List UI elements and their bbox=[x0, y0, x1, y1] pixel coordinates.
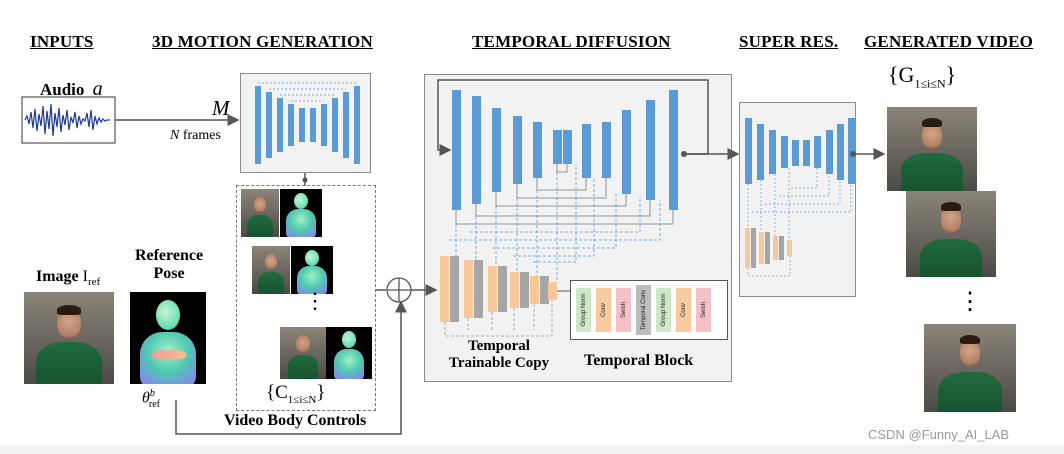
temporal-trainable-copy-label: Temporal Trainable Copy bbox=[448, 338, 550, 371]
control-frame-photo-3 bbox=[280, 327, 326, 379]
control-frame-pose-2 bbox=[291, 246, 333, 294]
motion-symbol: M bbox=[212, 96, 230, 120]
header-3d-motion-generation: 3D MOTION GENERATION bbox=[152, 32, 373, 51]
n-frames-label: N frames bbox=[170, 128, 221, 143]
control-frame-photo-2 bbox=[252, 246, 290, 294]
controls-ellipsis: ⋮ bbox=[304, 288, 326, 313]
superres-unet-bars bbox=[745, 118, 855, 184]
generated-frame-2 bbox=[906, 191, 996, 277]
video-body-controls-frame bbox=[236, 185, 376, 411]
generated-frame-n bbox=[924, 324, 1016, 412]
header-temporal-diffusion: TEMPORAL DIFFUSION bbox=[472, 32, 671, 51]
tb-swish-1: Swish bbox=[616, 288, 631, 332]
generated-frame-1 bbox=[887, 107, 977, 191]
video-body-controls-title: Video Body Controls bbox=[224, 412, 367, 429]
control-frame-pose-3 bbox=[326, 327, 372, 379]
tb-swish-2: Swish bbox=[696, 288, 711, 332]
tb-conv-1: Conv bbox=[596, 288, 611, 332]
header-inputs: INPUTS bbox=[30, 32, 94, 51]
reference-pose-image bbox=[130, 292, 206, 384]
audio-waveform bbox=[21, 96, 116, 144]
temporal-block-items: Group Norm Conv Swish Temporal Conv Grou… bbox=[576, 285, 711, 335]
temporal-block-label: Temporal Block bbox=[584, 352, 694, 369]
bottom-strip bbox=[0, 445, 1064, 454]
diffusion-unet-bars bbox=[452, 90, 678, 210]
watermark: CSDN @Funny_AI_LAB bbox=[868, 427, 1010, 442]
motion-unet-bars bbox=[255, 86, 360, 164]
theta-ref-label: θbref bbox=[142, 388, 160, 410]
superres-copy-bars bbox=[745, 228, 792, 268]
motion-unet-panel bbox=[240, 73, 371, 173]
control-frame-photo-1 bbox=[241, 189, 279, 237]
tb-group-norm-1: Group Norm bbox=[576, 288, 591, 332]
header-super-res: SUPER RES. bbox=[739, 32, 839, 51]
generated-set-label: {G1≤i≤N} bbox=[888, 62, 957, 91]
audio-label: Audio a bbox=[40, 78, 103, 100]
tb-group-norm-2: Group Norm bbox=[656, 288, 671, 332]
tb-conv-2: Conv bbox=[676, 288, 691, 332]
header-generated-video: GENERATED VIDEO bbox=[864, 32, 1034, 51]
reference-pose-label: Reference Pose bbox=[134, 247, 204, 282]
generated-ellipsis: ⋮ bbox=[958, 289, 982, 315]
tb-temporal-conv: Temporal Conv bbox=[636, 285, 651, 335]
trainable-copy-bars bbox=[440, 256, 557, 322]
controls-set-label: {C1≤i≤N} bbox=[266, 382, 326, 406]
control-frame-pose-1 bbox=[280, 189, 322, 237]
image-ref-label: Image Iref bbox=[36, 268, 101, 289]
reference-image bbox=[24, 292, 114, 384]
